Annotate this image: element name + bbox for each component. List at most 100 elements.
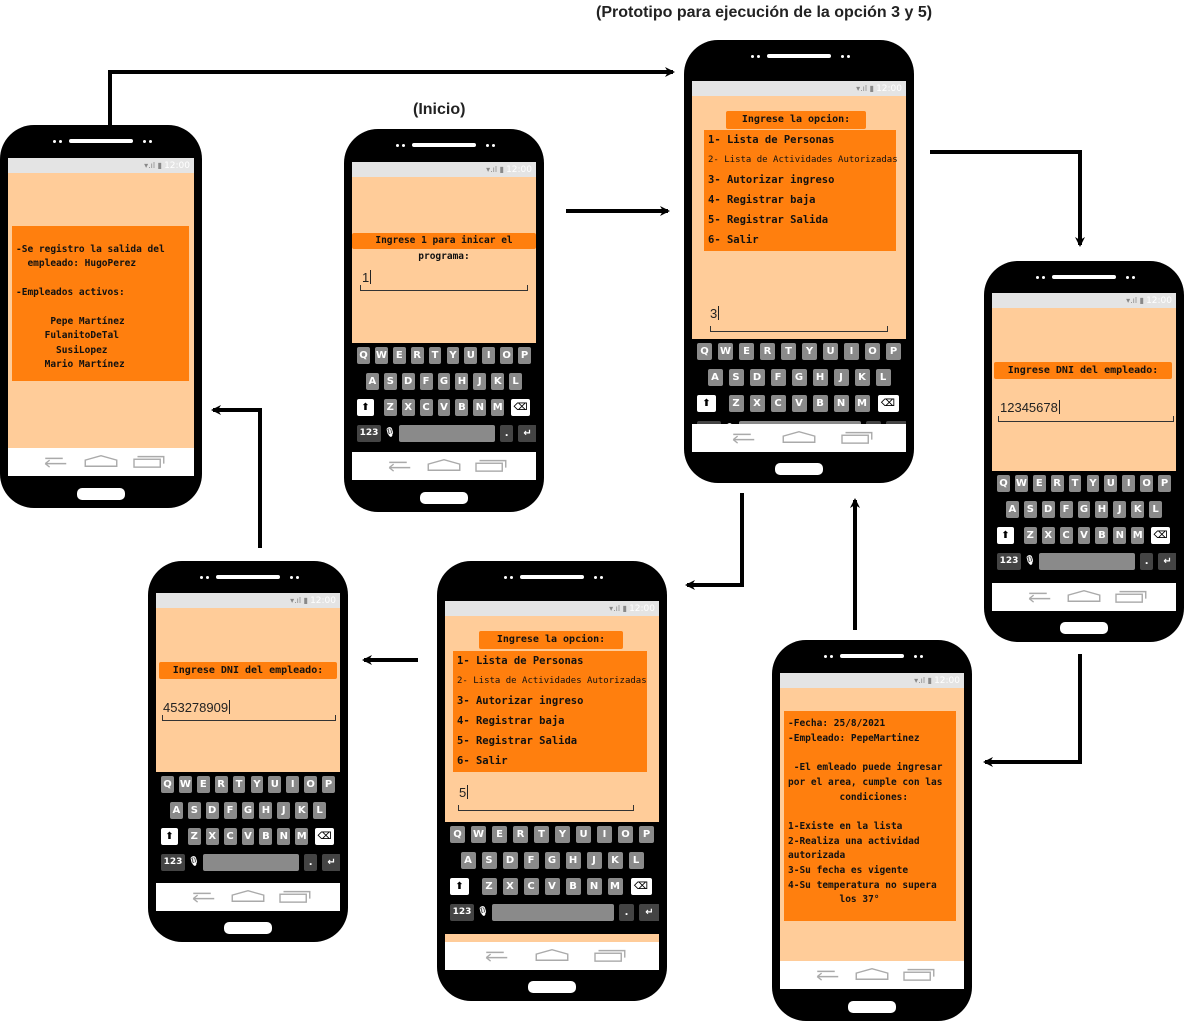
keyboard-key[interactable]: Y <box>555 826 570 843</box>
period-key[interactable]: . <box>1140 553 1154 570</box>
shift-key-icon[interactable]: ⬆ <box>450 878 469 895</box>
enter-key-icon[interactable]: ↵ <box>518 425 536 442</box>
menu-option[interactable]: 6- Salir <box>457 755 508 767</box>
numbers-key[interactable]: 123 <box>997 553 1021 570</box>
shift-key-icon[interactable]: ⬆ <box>997 527 1014 544</box>
keyboard-key[interactable]: A <box>169 802 183 819</box>
keyboard-key[interactable]: P <box>1158 475 1171 492</box>
dni-entry-input-value[interactable]: 12345678 <box>1000 400 1058 415</box>
keyboard-key[interactable]: Z <box>1023 527 1037 544</box>
keyboard-key[interactable]: B <box>1095 527 1109 544</box>
menu-option[interactable]: 3- Autorizar ingreso <box>457 695 584 707</box>
keyboard-key[interactable]: I <box>844 343 859 360</box>
home-icon[interactable] <box>532 948 572 962</box>
keyboard-key[interactable]: C <box>223 828 237 845</box>
keyboard-key[interactable]: V <box>791 395 807 412</box>
keyboard-key[interactable]: G <box>437 373 451 390</box>
keyboard-key[interactable]: C <box>523 878 539 895</box>
keyboard-key[interactable]: P <box>322 776 335 793</box>
keyboard-key[interactable]: V <box>544 878 560 895</box>
keyboard-key[interactable]: W <box>374 347 388 364</box>
start-input-value[interactable]: 1 <box>362 270 370 285</box>
keyboard-key[interactable]: Q <box>450 826 465 843</box>
recent-apps-icon[interactable] <box>274 889 314 903</box>
keyboard-key[interactable]: U <box>1104 475 1118 492</box>
keyboard-key[interactable]: F <box>1059 501 1073 518</box>
back-icon[interactable] <box>1018 589 1058 603</box>
period-key[interactable]: . <box>500 425 514 442</box>
keyboard-key[interactable]: J <box>277 802 291 819</box>
home-icon[interactable] <box>81 454 121 468</box>
keyboard-key[interactable]: W <box>471 826 486 843</box>
keyboard-key[interactable]: F <box>223 802 237 819</box>
keyboard-key[interactable]: Y <box>446 347 460 364</box>
keyboard-key[interactable]: D <box>1041 501 1055 518</box>
menu-input-field[interactable] <box>710 326 888 332</box>
dni-exit-input-field[interactable] <box>162 715 336 721</box>
keyboard-key[interactable]: I <box>597 826 612 843</box>
menu-option[interactable]: 1- Lista de Personas <box>457 655 584 667</box>
space-bar[interactable] <box>203 854 300 871</box>
recent-apps-icon[interactable] <box>470 458 510 472</box>
keyboard-key[interactable]: Z <box>383 399 397 416</box>
home-icon[interactable] <box>1064 589 1104 603</box>
keyboard-key[interactable]: E <box>1032 475 1046 492</box>
keyboard-key[interactable]: E <box>196 776 210 793</box>
backspace-key-icon[interactable]: ⌫ <box>877 395 899 412</box>
home-icon[interactable] <box>228 889 268 903</box>
keyboard-key[interactable]: F <box>523 852 539 869</box>
keyboard-key[interactable]: X <box>502 878 518 895</box>
dni-exit-input-value[interactable]: 453278909 <box>163 700 229 715</box>
home-button[interactable] <box>224 922 272 934</box>
keyboard-key[interactable]: C <box>770 395 786 412</box>
menu-option[interactable]: 4- Registrar baja <box>457 715 565 727</box>
keyboard-key[interactable]: M <box>1131 527 1145 544</box>
numbers-key[interactable]: 123 <box>161 854 185 871</box>
space-bar[interactable] <box>1039 553 1136 570</box>
menu-input-value[interactable]: 3 <box>710 306 718 321</box>
keyboard-key[interactable]: G <box>791 369 807 386</box>
keyboard-key[interactable]: Z <box>187 828 201 845</box>
backspace-key-icon[interactable]: ⌫ <box>1151 527 1171 544</box>
keyboard-key[interactable]: U <box>576 826 591 843</box>
enter-key-icon[interactable]: ↵ <box>639 904 659 921</box>
recent-apps-icon[interactable] <box>1110 589 1150 603</box>
keyboard-key[interactable]: D <box>749 369 765 386</box>
keyboard-key[interactable]: M <box>854 395 870 412</box>
keyboard-key[interactable]: H <box>259 802 273 819</box>
period-key[interactable]: . <box>619 904 634 921</box>
keyboard-key[interactable]: L <box>1149 501 1163 518</box>
menu-option[interactable]: 2- Lista de Actividades Autorizadas <box>708 155 898 165</box>
keyboard-key[interactable]: T <box>534 826 549 843</box>
numbers-key[interactable]: 123 <box>357 425 381 442</box>
keyboard-key[interactable]: R <box>214 776 228 793</box>
keyboard-key[interactable]: W <box>1014 475 1028 492</box>
menu-option[interactable]: 2- Lista de Actividades Autorizadas <box>457 676 647 686</box>
keyboard-key[interactable]: N <box>1113 527 1127 544</box>
keyboard-key[interactable]: K <box>607 852 623 869</box>
keyboard-key[interactable]: I <box>1122 475 1136 492</box>
recent-apps-icon[interactable] <box>836 430 876 444</box>
keyboard-key[interactable]: Y <box>250 776 264 793</box>
period-key[interactable]: . <box>304 854 318 871</box>
keyboard-key[interactable]: R <box>513 826 528 843</box>
keyboard-key[interactable]: B <box>455 399 469 416</box>
keyboard-key[interactable]: R <box>760 343 775 360</box>
home-button[interactable] <box>77 488 125 500</box>
keyboard-key[interactable]: N <box>833 395 849 412</box>
keyboard-key[interactable]: G <box>1077 501 1091 518</box>
home-button[interactable] <box>1060 622 1108 634</box>
menu-option[interactable]: 6- Salir <box>708 234 759 246</box>
keyboard-key[interactable]: D <box>401 373 415 390</box>
keyboard-key[interactable]: X <box>401 399 415 416</box>
keyboard-key[interactable]: B <box>565 878 581 895</box>
menu-option[interactable]: 5- Registrar Salida <box>457 735 578 747</box>
menu-option[interactable]: 1- Lista de Personas <box>708 134 835 146</box>
keyboard-key[interactable]: Y <box>1086 475 1100 492</box>
space-bar[interactable] <box>399 425 496 442</box>
keyboard-key[interactable]: T <box>428 347 442 364</box>
keyboard-key[interactable]: D <box>502 852 518 869</box>
home-icon[interactable] <box>852 967 892 981</box>
keyboard-key[interactable]: U <box>268 776 282 793</box>
keyboard-key[interactable]: Z <box>728 395 744 412</box>
